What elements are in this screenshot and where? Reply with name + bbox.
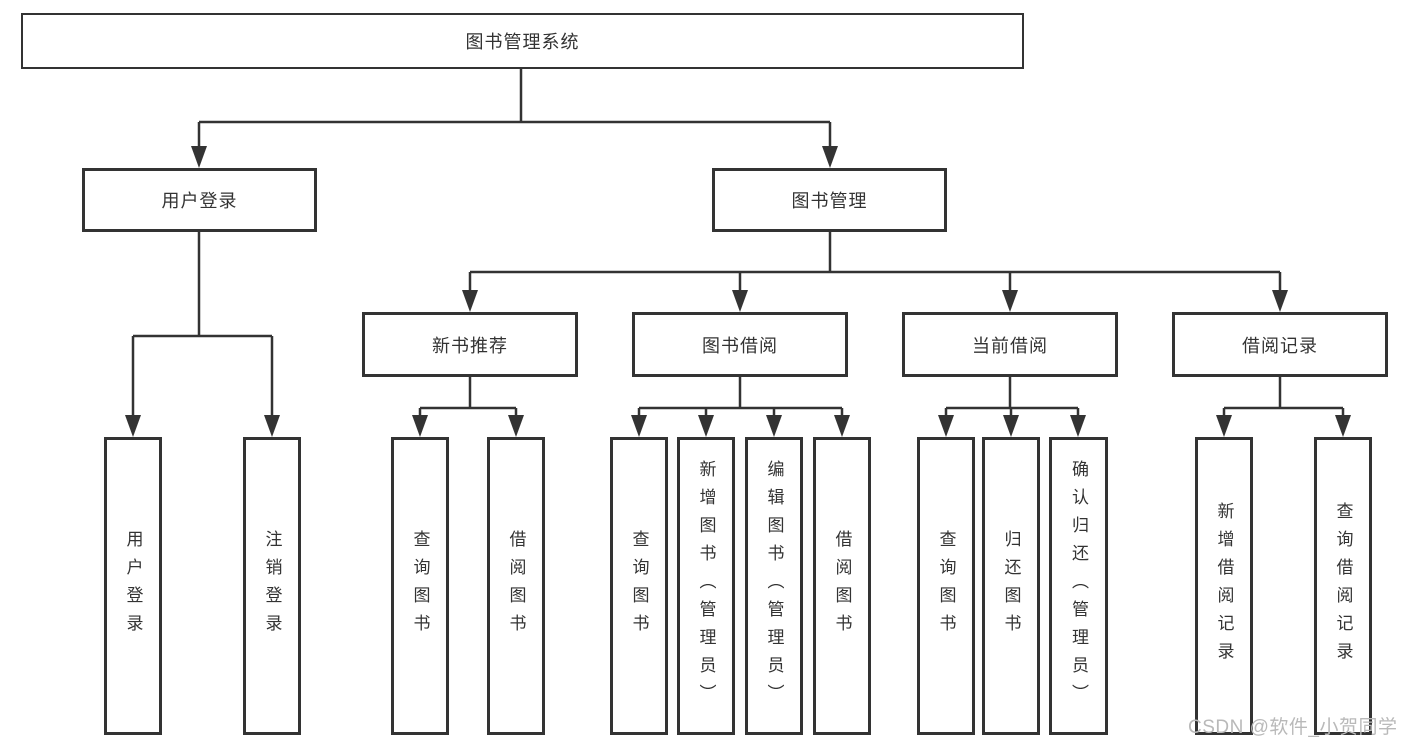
- connector-user-login-to-leaves: [125, 232, 280, 437]
- leaf-logout: 注销登录: [243, 437, 301, 735]
- node-user-login: 用户登录: [82, 168, 317, 232]
- connector-borrow-record-to-leaves: [1216, 377, 1351, 437]
- arrowhead-icon: [1272, 290, 1288, 312]
- connector-new-book-to-leaves: [412, 377, 524, 437]
- node-new-book-recommend: 新书推荐: [362, 312, 578, 377]
- arrowhead-icon: [732, 290, 748, 312]
- node-label: 新书推荐: [432, 335, 508, 356]
- arrowhead-icon: [264, 415, 280, 437]
- leaf-return-book: 归还图书: [982, 437, 1040, 735]
- leaf-label: 新增借阅记录: [1214, 502, 1234, 670]
- node-label: 图书借阅: [702, 335, 778, 356]
- arrowhead-icon: [1002, 290, 1018, 312]
- arrowhead-icon: [508, 415, 524, 437]
- arrowhead-icon: [125, 415, 141, 437]
- arrowhead-icon: [1070, 415, 1086, 437]
- connector-root-to-level2: [191, 69, 838, 168]
- leaf-label: 归还图书: [1001, 530, 1021, 642]
- arrowhead-icon: [822, 146, 838, 168]
- node-label: 图书管理: [791, 191, 868, 211]
- leaf-user-login: 用户登录: [104, 437, 162, 735]
- leaf-add-book-admin: 新增图书（管理员）: [677, 437, 735, 735]
- connector-book-borrow-to-leaves: [631, 377, 850, 437]
- node-label: 图书管理系统: [465, 32, 580, 52]
- node-label: 当前借阅: [972, 335, 1048, 356]
- leaf-label: 用户登录: [123, 530, 143, 642]
- arrowhead-icon: [834, 415, 850, 437]
- leaf-label: 查询图书: [936, 530, 956, 642]
- node-label: 借阅记录: [1242, 335, 1318, 356]
- leaf-label: 新增图书（管理员）: [696, 460, 716, 712]
- connector-book-mgmt-to-level3: [462, 232, 1288, 312]
- connector-current-borrow-to-leaves: [938, 377, 1086, 437]
- leaf-add-borrow-record: 新增借阅记录: [1195, 437, 1253, 735]
- leaf-label: 确认归还（管理员）: [1069, 460, 1088, 712]
- leaf-query-book-2: 查询图书: [610, 437, 668, 735]
- leaf-label: 借阅图书: [832, 530, 852, 642]
- leaf-label: 编辑图书（管理员）: [764, 460, 784, 712]
- arrowhead-icon: [938, 415, 954, 437]
- leaf-label: 查询图书: [629, 530, 649, 642]
- leaf-label: 注销登录: [262, 530, 282, 642]
- node-current-borrow: 当前借阅: [902, 312, 1118, 377]
- leaf-query-book-1: 查询图书: [391, 437, 449, 735]
- leaf-query-borrow-record: 查询借阅记录: [1314, 437, 1372, 735]
- leaf-query-book-3: 查询图书: [917, 437, 975, 735]
- arrowhead-icon: [1216, 415, 1232, 437]
- leaf-borrow-book-1: 借阅图书: [487, 437, 545, 735]
- node-book-borrow: 图书借阅: [632, 312, 848, 377]
- leaf-edit-book-admin: 编辑图书（管理员）: [745, 437, 803, 735]
- node-label: 用户登录: [161, 191, 238, 211]
- arrowhead-icon: [631, 415, 647, 437]
- arrowhead-icon: [1335, 415, 1351, 437]
- arrowhead-icon: [698, 415, 714, 437]
- leaf-label: 查询借阅记录: [1333, 502, 1353, 670]
- arrowhead-icon: [191, 146, 207, 168]
- arrowhead-icon: [1003, 415, 1019, 437]
- node-book-management: 图书管理: [712, 168, 947, 232]
- leaf-label: 查询图书: [410, 530, 430, 642]
- node-system-root: 图书管理系统: [21, 13, 1024, 69]
- arrowhead-icon: [462, 290, 478, 312]
- node-borrow-record: 借阅记录: [1172, 312, 1388, 377]
- csdn-watermark: CSDN @软件_小贺同学: [1188, 717, 1398, 738]
- leaf-confirm-return-admin: 确认归还（管理员）: [1049, 437, 1108, 735]
- leaf-borrow-book-2: 借阅图书: [813, 437, 871, 735]
- arrowhead-icon: [766, 415, 782, 437]
- leaf-label: 借阅图书: [506, 530, 526, 642]
- arrowhead-icon: [412, 415, 428, 437]
